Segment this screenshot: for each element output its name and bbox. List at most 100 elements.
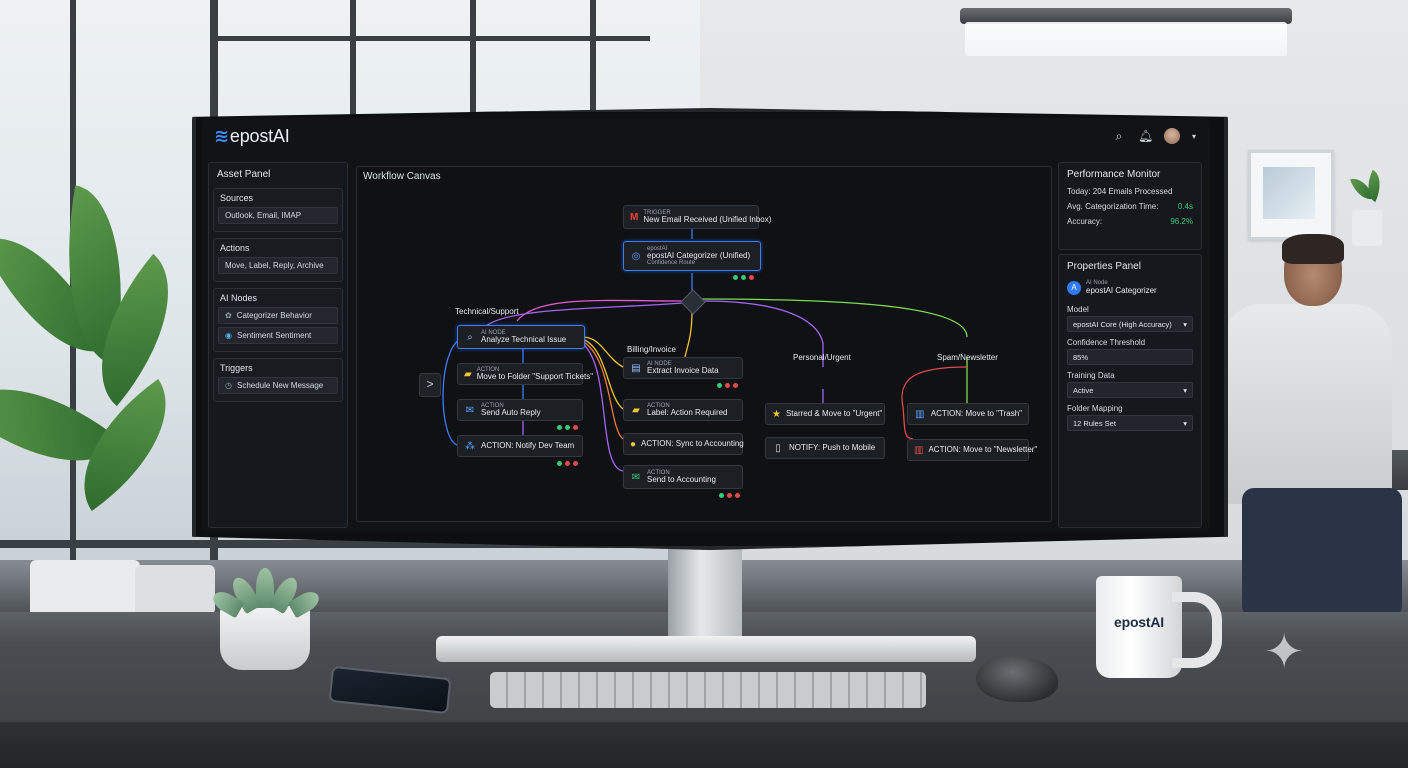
node-label: Analyze Technical Issue [481,334,567,344]
training-data-select[interactable]: Active ▾ [1067,382,1193,398]
field-label: Model [1067,305,1089,314]
node-status-dots [557,425,578,430]
asset-item[interactable]: Outlook, Email, IMAP [218,207,338,224]
perf-label: Accuracy: [1067,217,1103,226]
folder-icon: ▰ [464,368,472,380]
search-icon[interactable]: ⌕ [1115,129,1123,143]
asset-item[interactable]: Move, Label, Reply, Archive [218,257,338,274]
chevron-down-icon: ▾ [1183,418,1187,428]
node-label: epostAI Categorizer (Unified) [647,250,751,260]
node-label: ACTION: Move to "Trash" [930,408,1022,418]
monitor: ≋epostAI ⌕ 🔔︎ ▾ Asset Panel Sources Outl… [192,108,1228,550]
node-type: ACTION [481,402,504,409]
edge-router-technical [516,299,683,322]
node-push-mobile[interactable]: ▯ NOTIFY: Push to Mobile [765,437,885,459]
asset-panel-title: Asset Panel [217,169,271,180]
asset-item-label: Move, Label, Reply, Archive [225,261,324,270]
chevron-down-icon: ▾ [1183,385,1187,395]
selected-node-name: epostAI Categorizer [1086,286,1157,295]
performance-monitor: Performance Monitor Today: 204 Emails Pr… [1058,162,1202,250]
chevron-down-icon[interactable]: ▾ [1191,131,1196,141]
mug-logo: epostAI [1114,614,1164,630]
trash-icon: ▥ [915,408,925,420]
node-type: ACTION [647,469,670,476]
asset-item[interactable]: ◉Sentiment Sentiment [218,327,338,344]
node-type: TRIGGER [643,209,671,216]
threshold-value: 85% [1073,352,1089,362]
node-status-dots [733,275,754,280]
asset-item[interactable]: ◷Schedule New Message [218,377,338,394]
asset-item-label: Sentiment Sentiment [236,331,312,340]
window-frame [210,36,650,41]
node-label: New Email Received (Unified Inbox) [643,214,772,224]
plant-pot [30,560,140,620]
perf-value: 0.4s [1177,202,1193,211]
selected-node-type: AI Node [1086,280,1108,286]
field-label: Training Data [1067,371,1115,380]
branch-label-spam: Spam/Newsletter [937,353,998,362]
expand-panel-button[interactable]: > [419,373,441,397]
bell-icon[interactable]: 🔔︎ [1137,129,1154,143]
shelf-plant-pot [1352,210,1382,246]
edge-spam-newsletter [901,366,968,440]
workflow-canvas[interactable]: Workflow Canvas [356,166,1052,522]
node-label: ACTION: Sync to Accounting [641,438,744,448]
app-logo: ≋epostAI [214,126,290,147]
field-label: Folder Mapping [1067,404,1123,413]
canvas-title: Workflow Canvas [363,171,441,182]
node-move-trash[interactable]: ▥ ACTION: Move to "Trash" [907,403,1029,425]
asset-item[interactable]: ✿Categorizer Behavior [218,307,338,324]
folder-icon: ▰ [632,404,640,416]
edge-analyze-accounting [581,342,624,472]
office-plant [0,180,207,610]
node-label: Send to Accounting [647,474,716,484]
mail-icon: ✉ [465,404,475,416]
confidence-threshold-input[interactable]: 85% [1067,349,1193,365]
branch-label-technical: Technical/Support [455,307,519,316]
node-star-urgent[interactable]: ★ Starred & Move to "Urgent" [765,403,885,425]
training-value: Active [1073,385,1094,395]
node-notify-team[interactable]: ⁂ ACTION: Notify Dev Team [457,435,583,457]
node-move-newsletter[interactable]: ▥ ACTION: Move to "Newsletter" [907,439,1037,461]
model-select[interactable]: epostAI Core (High Accuracy)▾ [1067,316,1193,332]
properties-title: Properties Panel [1067,261,1141,272]
avatar[interactable] [1163,128,1180,144]
envelope-icon: ✉ [631,471,641,483]
asset-group-triggers: Triggers ◷Schedule New Message [213,358,343,402]
folder-mapping-select[interactable]: 12 Rules Set ▾ [1067,415,1193,431]
window-frame [350,0,356,140]
node-type: AI NODE [481,329,506,336]
node-type: ACTION [476,366,500,373]
edge-router-technical-2 [484,302,683,328]
node-label: ACTION: Move to "Newsletter" [928,444,1038,454]
logo-text: epostAI [229,126,290,146]
logo-mark-icon: ≋ [214,126,229,146]
node-subtitle: Confidence Route [647,260,696,267]
keyboard [490,672,926,708]
monitor-stand-base [436,636,976,662]
node-sync-accounting[interactable]: ● ACTION: Sync to Accounting [623,433,744,455]
succulent-plant [209,566,323,619]
mapping-value: 12 Rules Set [1073,418,1116,428]
doc-icon: ▤ [631,362,641,374]
performance-title: Performance Monitor [1067,169,1161,180]
edge-router-billing [684,310,693,358]
coin-icon: ● [630,438,637,450]
edge-router-spam [701,298,968,338]
desk-edge [0,722,1408,768]
star-icon: ★ [772,408,781,420]
asset-item-label: Schedule New Message [236,381,324,390]
perf-label: Avg. Categorization Time: [1067,202,1159,211]
background-person [1222,234,1402,618]
asset-group-sources: Sources Outlook, Email, IMAP [213,188,343,232]
